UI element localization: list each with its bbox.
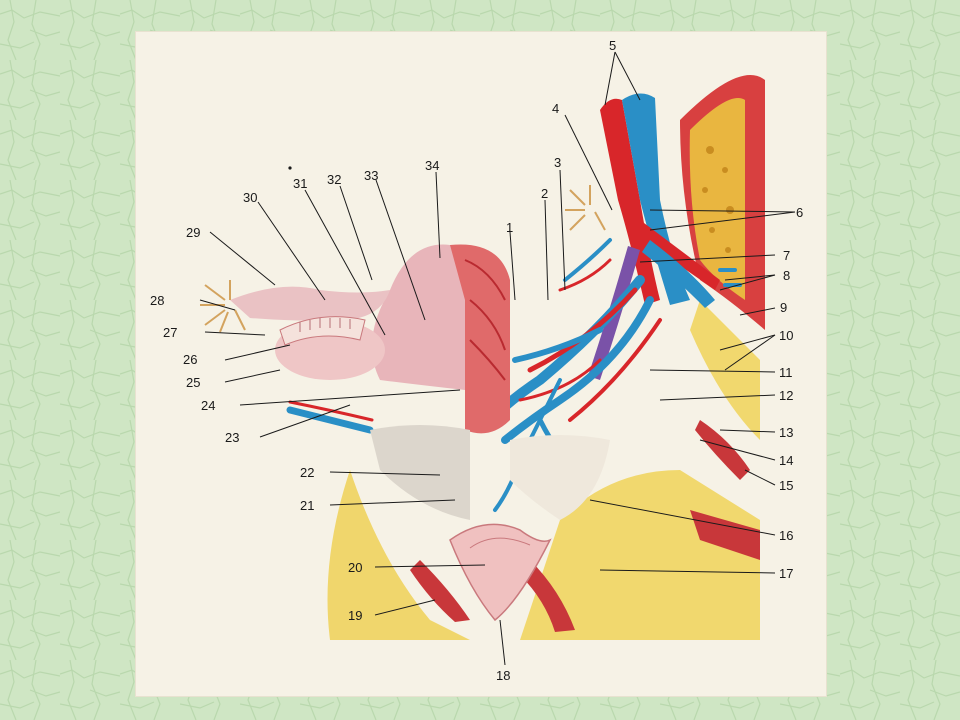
labels: 1 2 3 4 5 6 7 8 9 10 11 12 13 14 15 16 1… bbox=[150, 38, 803, 683]
label-15: 15 bbox=[779, 478, 793, 493]
uterus bbox=[372, 244, 510, 434]
pelvic-wall bbox=[327, 470, 760, 640]
label-26: 26 bbox=[183, 352, 197, 367]
label-32: 32 bbox=[327, 172, 341, 187]
label-31: 31 bbox=[293, 176, 307, 191]
label-24: 24 bbox=[201, 398, 215, 413]
label-23: 23 bbox=[225, 430, 239, 445]
label-10: 10 bbox=[779, 328, 793, 343]
label-1: 1 bbox=[506, 220, 513, 235]
label-34: 34 bbox=[425, 158, 439, 173]
label-29: 29 bbox=[186, 225, 200, 240]
label-19: 19 bbox=[348, 608, 362, 623]
label-21: 21 bbox=[300, 498, 314, 513]
label-2: 2 bbox=[541, 186, 548, 201]
lower-organs bbox=[370, 425, 610, 622]
label-33: 33 bbox=[364, 168, 378, 183]
label-11: 11 bbox=[779, 365, 793, 380]
label-28: 28 bbox=[150, 293, 164, 308]
label-5: 5 bbox=[609, 38, 616, 53]
label-27: 27 bbox=[163, 325, 177, 340]
label-3: 3 bbox=[554, 155, 561, 170]
label-25: 25 bbox=[186, 375, 200, 390]
label-9: 9 bbox=[780, 300, 787, 315]
label-20: 20 bbox=[348, 560, 362, 575]
label-17: 17 bbox=[779, 566, 793, 581]
label-12: 12 bbox=[779, 388, 793, 403]
label-8: 8 bbox=[783, 268, 790, 283]
ovary-and-tube bbox=[200, 185, 606, 380]
label-6: 6 bbox=[796, 205, 803, 220]
label-4: 4 bbox=[552, 101, 559, 116]
label-16: 16 bbox=[779, 528, 793, 543]
fimbriae-right bbox=[565, 185, 606, 231]
label-13: 13 bbox=[779, 425, 793, 440]
label-22: 22 bbox=[300, 465, 314, 480]
leader-lines bbox=[199, 51, 796, 666]
label-7: 7 bbox=[783, 248, 790, 263]
label-14: 14 bbox=[779, 453, 793, 468]
label-18: 18 bbox=[496, 668, 510, 683]
dot-mark bbox=[288, 166, 292, 170]
label-30: 30 bbox=[243, 190, 257, 205]
fimbriae bbox=[200, 280, 246, 333]
